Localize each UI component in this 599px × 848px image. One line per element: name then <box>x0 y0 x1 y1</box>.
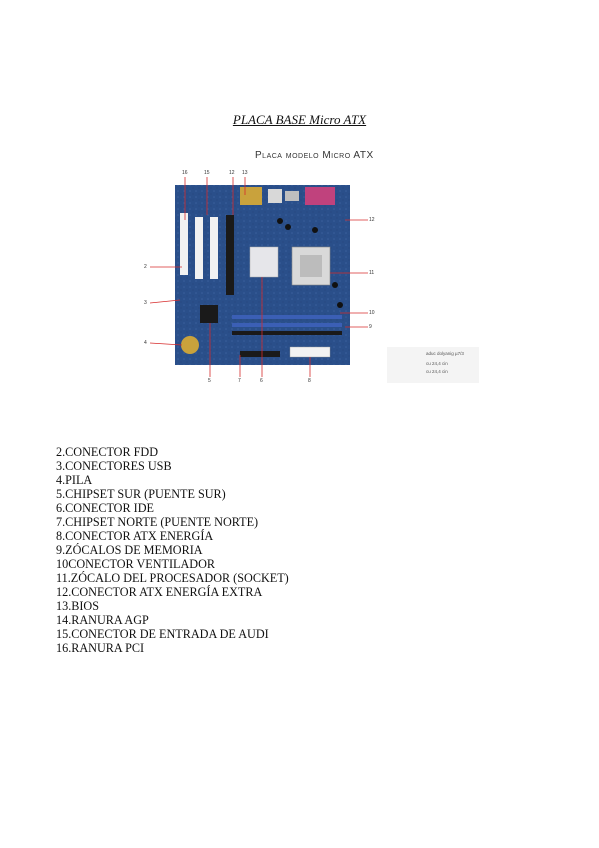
list-item: 5.CHIPSET SUR (PUENTE SUR) <box>56 487 226 501</box>
list-item: 3.CONECTORES USB <box>56 459 172 473</box>
callout-label: 2 <box>144 264 147 270</box>
atx-power-connector <box>289 346 331 358</box>
figure-caption: Placa modelo Micro ATX <box>255 150 374 161</box>
list-item: 10CONECTOR VENTILADOR <box>56 557 216 571</box>
callout-label: 8 <box>308 378 311 384</box>
list-item: 8.CONECTOR ATX ENERGÍA <box>56 529 214 543</box>
capacitor <box>312 227 318 233</box>
callout-label: 3 <box>144 300 147 306</box>
dimm-slot-3 <box>232 331 342 335</box>
pinout-legend-line: cu 24,4 cin <box>426 369 448 374</box>
list-item: 7.CHIPSET NORTE (PUENTE NORTE) <box>56 515 259 529</box>
ide-connector <box>240 351 280 357</box>
callout-label: 4 <box>144 340 147 346</box>
callout-label: 16 <box>182 170 188 176</box>
component-list: 2.CONECTOR FDD 3.CONECTORES USB 4.PILA 5… <box>56 445 289 655</box>
callout-lines <box>149 177 368 377</box>
northbridge-heatsink <box>249 246 279 278</box>
callout-label: 7 <box>238 378 241 384</box>
agp-slot <box>226 215 234 295</box>
motherboard-image <box>149 177 479 383</box>
io-ps2 <box>268 189 282 203</box>
callout-label: 6 <box>260 378 263 384</box>
motherboard-figure: 16 15 12 13 12 11 10 9 2 3 4 5 7 6 8 adu… <box>140 165 480 390</box>
list-item: 9.ZÓCALOS DE MEMORIA <box>56 543 203 557</box>
southbridge-chip <box>200 305 218 323</box>
pinout-legend-line: aduc dolyanig µ7/3 <box>426 351 464 356</box>
callout-label: 9 <box>369 324 372 330</box>
io-serial <box>240 187 262 205</box>
callout-label: 12 <box>369 217 375 223</box>
capacitor <box>332 282 338 288</box>
list-item: 2.CONECTOR FDD <box>56 445 159 459</box>
dimm-slot-2 <box>232 323 342 327</box>
list-item: 4.PILA <box>56 473 93 487</box>
cmos-battery <box>181 336 199 354</box>
cpu-socket <box>291 246 331 286</box>
pci-slot-2 <box>195 217 203 279</box>
callout-label: 12 <box>229 170 235 176</box>
capacitor <box>337 302 343 308</box>
callout-label: 15 <box>204 170 210 176</box>
callout-label: 5 <box>208 378 211 384</box>
callout-label: 10 <box>369 310 375 316</box>
callout-label: 11 <box>369 270 375 276</box>
page-title: PLACA BASE Micro ATX <box>232 112 367 127</box>
list-item: 15.CONECTOR DE ENTRADA DE AUDI <box>56 627 269 641</box>
list-item: 6.CONECTOR IDE <box>56 501 154 515</box>
list-item: 12.CONECTOR ATX ENERGÍA EXTRA <box>56 585 263 599</box>
io-parallel <box>305 187 335 205</box>
cpu-socket-inner <box>300 255 322 277</box>
io-usb <box>285 191 299 201</box>
capacitor <box>285 224 291 230</box>
list-item: 16.RANURA PCI <box>56 641 145 655</box>
pci-slot-1 <box>180 213 188 275</box>
pinout-legend-line: cu 24,4 cin <box>426 361 448 366</box>
dimm-slot-1 <box>232 315 342 319</box>
capacitor <box>277 218 283 224</box>
callout-label: 13 <box>242 170 248 176</box>
list-item: 11.ZÓCALO DEL PROCESADOR (SOCKET) <box>56 571 289 585</box>
pci-slot-3 <box>210 217 218 279</box>
pinout-box <box>387 347 479 383</box>
list-item: 13.BIOS <box>56 599 100 613</box>
list-item: 14.RANURA AGP <box>56 613 149 627</box>
